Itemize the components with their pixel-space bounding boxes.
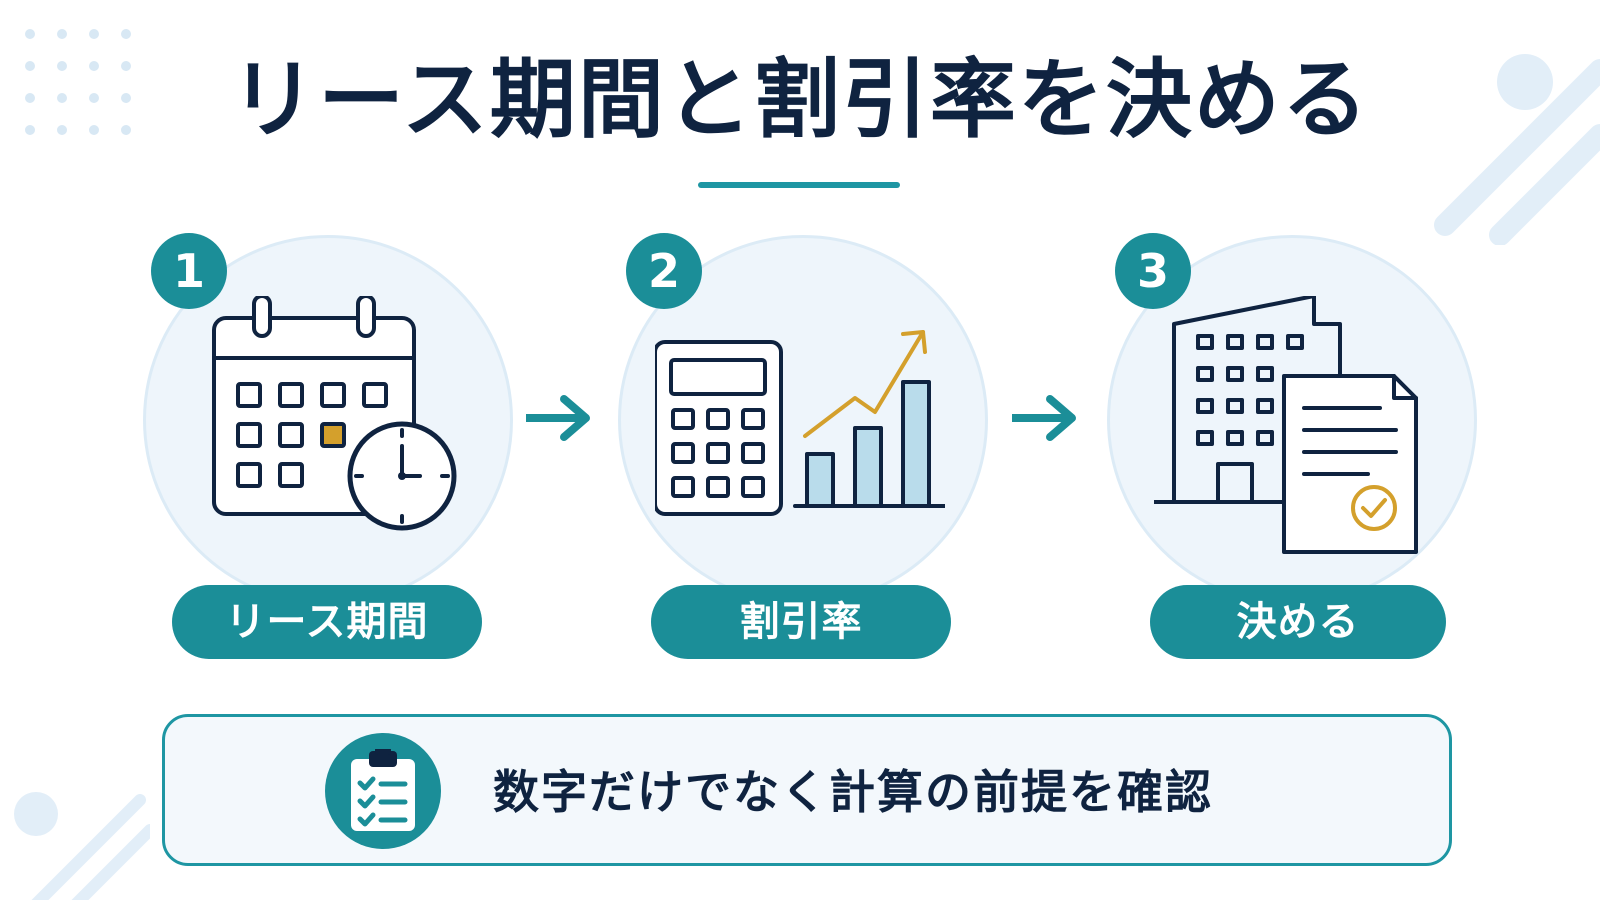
decorative-corner-shapes-top-right — [1434, 54, 1600, 245]
step-2-label: 割引率 — [651, 585, 951, 659]
arrow-right-icon — [526, 395, 590, 441]
step-2-number-badge: 2 — [626, 233, 702, 309]
step-1-number-badge: 1 — [151, 233, 227, 309]
clipboard-checklist-icon — [351, 749, 415, 831]
step-3: 3 決める — [1102, 230, 1482, 660]
step-1-label: リース期間 — [172, 585, 482, 659]
note-text: 数字だけでなく計算の前提を確認 — [493, 765, 1213, 819]
calculator-chart-icon — [655, 330, 945, 516]
step-1: 1 リース期間 — [138, 230, 518, 660]
arrow-right-icon — [1012, 395, 1076, 441]
step-2: 2 割引率 — [613, 230, 993, 660]
calendar-clock-icon — [212, 296, 457, 531]
page-title: リース期間と割引率を決める — [230, 50, 1370, 150]
note-icon-badge — [325, 733, 441, 849]
decorative-corner-shapes-bottom-left — [14, 792, 150, 900]
step-3-number-badge: 3 — [1115, 233, 1191, 309]
decorative-dot-grid — [25, 29, 131, 135]
note-box: 数字だけでなく計算の前提を確認 — [162, 714, 1452, 866]
title-underline — [698, 182, 900, 188]
step-3-label: 決める — [1150, 585, 1446, 659]
building-document-icon — [1154, 296, 1418, 554]
